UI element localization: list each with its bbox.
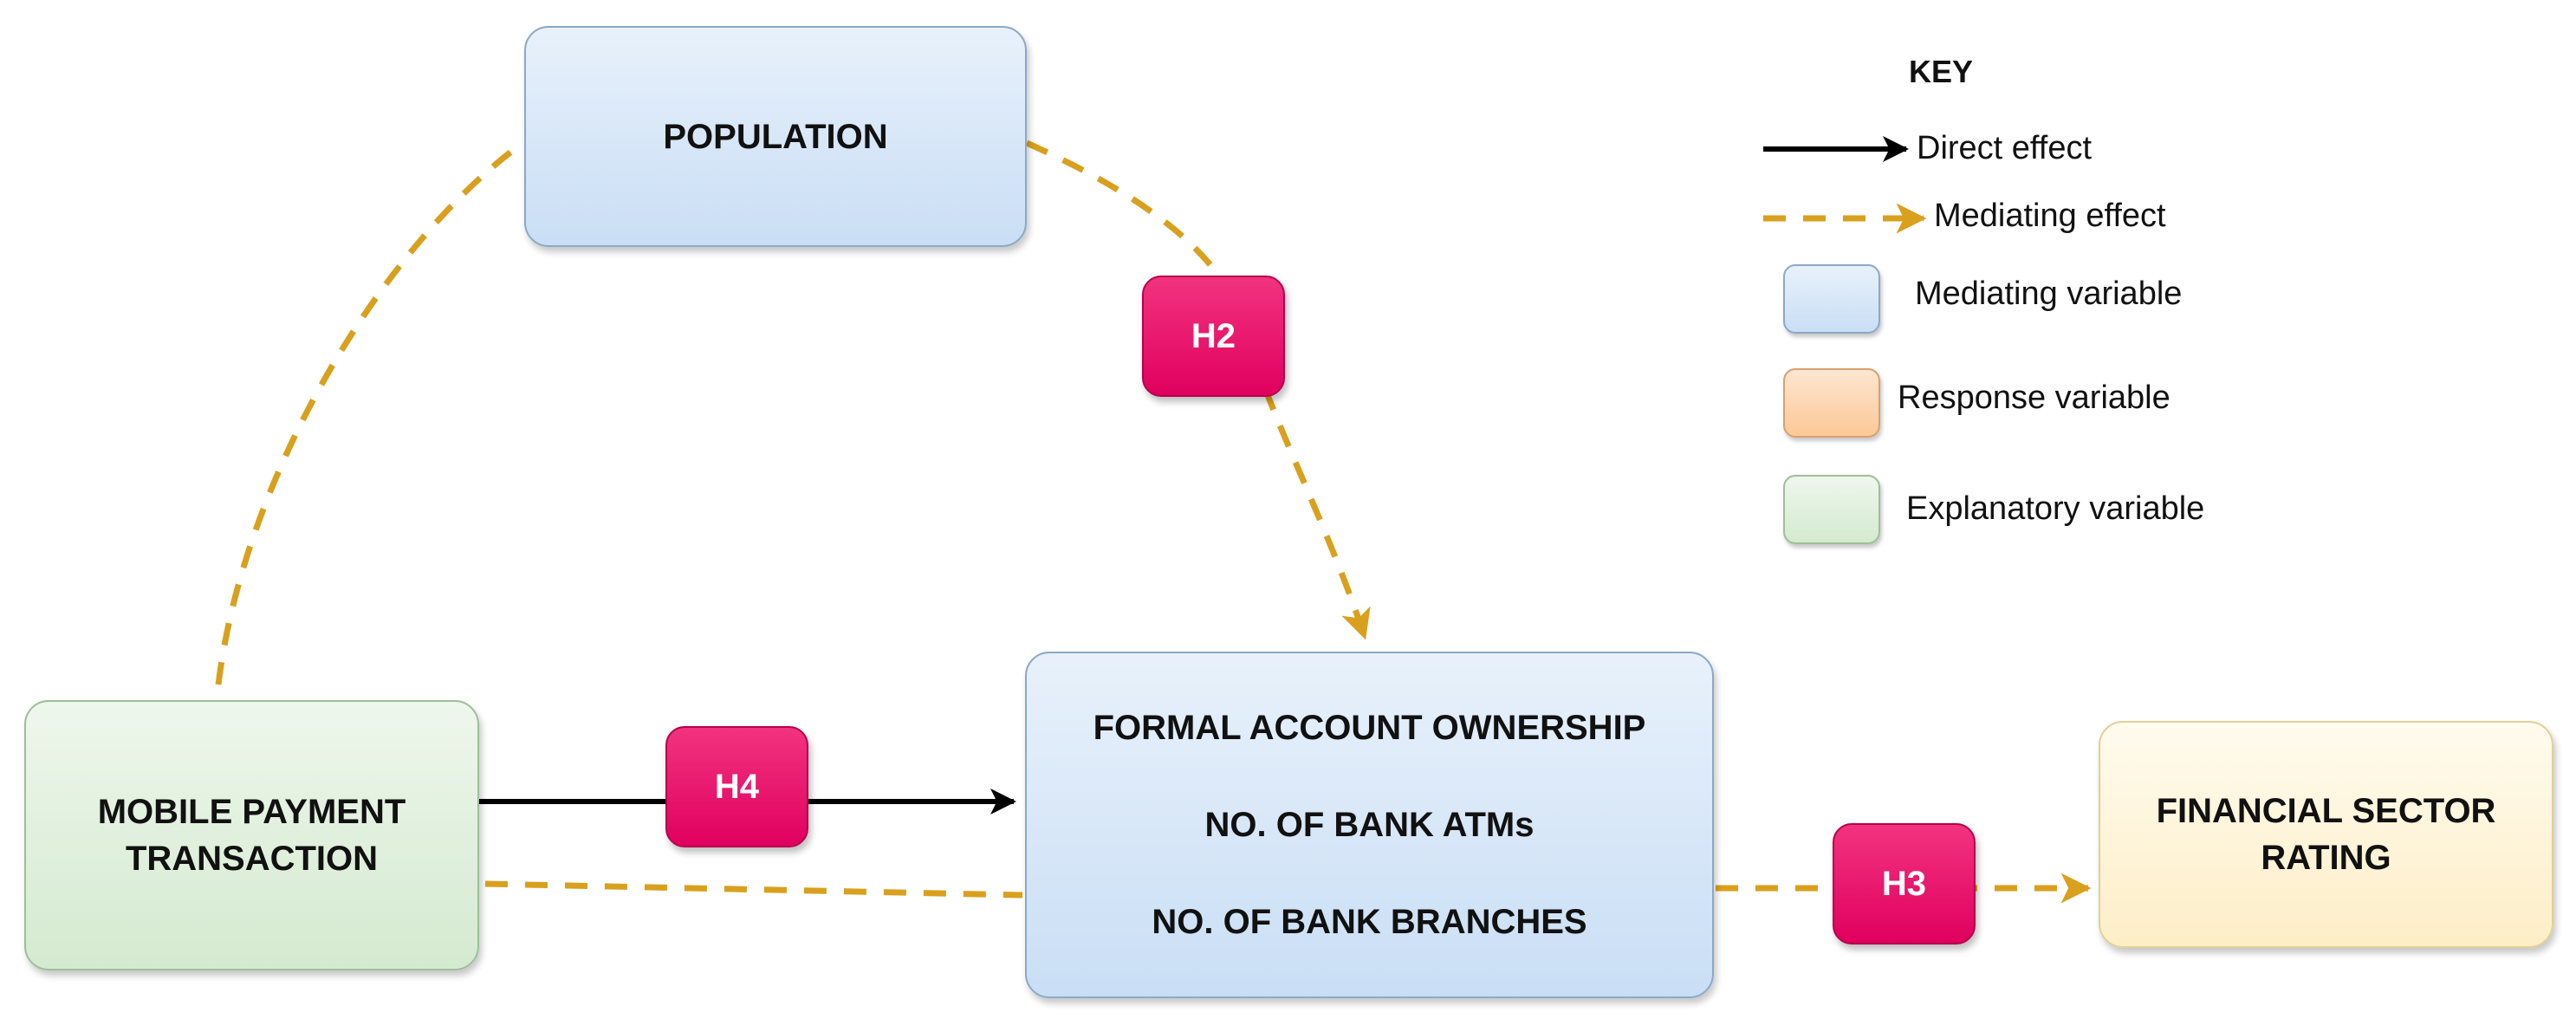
hypothesis-h4-badge: H4 [665, 726, 808, 847]
formal-account-node: FORMAL ACCOUNT OWNERSHIP NO. OF BANK ATM… [1025, 652, 1714, 998]
mobile-to-formal-account-mediating-edge [484, 880, 1023, 899]
hypothesis-h3-badge: H3 [1833, 823, 1976, 944]
financial-sector-label-line-2: RATING [2261, 839, 2391, 877]
formal-account-ownership-label: FORMAL ACCOUNT OWNERSHIP [1093, 709, 1646, 747]
key-response-variable-label: Response variable [1898, 380, 2170, 416]
mobile-payment-label-line-2: TRANSACTION [125, 840, 379, 878]
key-direct-effect-label: Direct effect [1917, 130, 2093, 166]
key-title: KEY [1909, 54, 1974, 89]
key-explanatory-variable-label: Explanatory variable [1906, 490, 2205, 527]
mobile-payment-label-line-1: MOBILE PAYMENT [97, 793, 406, 831]
mobile-payment-transaction-node: MOBILE PAYMENT TRANSACTION [24, 700, 479, 970]
mobile-to-population-edge [215, 149, 514, 685]
population-node: POPULATION [524, 26, 1027, 247]
financial-sector-label-line-1: FINANCIAL SECTOR [2156, 792, 2496, 830]
financial-sector-rating-node: FINANCIAL SECTOR RATING [2099, 721, 2553, 948]
key-response-variable-swatch [1783, 368, 1880, 438]
population-label: POPULATION [663, 117, 888, 156]
key-mediating-variable-label: Mediating variable [1915, 276, 2183, 312]
key-explanatory-variable-swatch [1783, 475, 1880, 544]
key-mediating-effect-label: Mediating effect [1934, 198, 2166, 234]
bank-atms-label: NO. OF BANK ATMs [1204, 806, 1535, 844]
bank-branches-label: NO. OF BANK BRANCHES [1152, 903, 1587, 941]
key-mediating-variable-swatch [1783, 264, 1880, 334]
hypothesis-h2-badge: H2 [1142, 276, 1285, 397]
